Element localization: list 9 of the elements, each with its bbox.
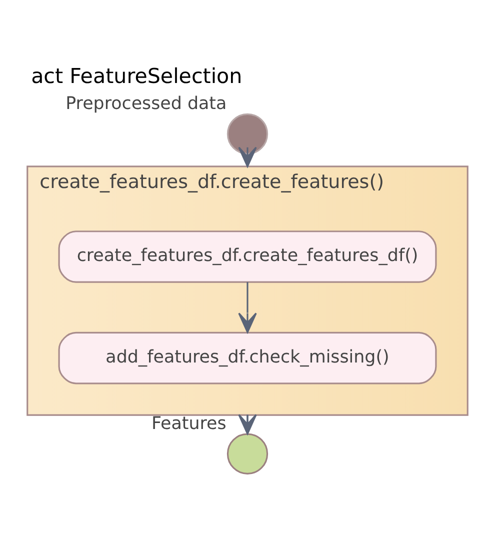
arrow: [238, 413, 257, 434]
diagram-title: act FeatureSelection: [31, 64, 242, 88]
arrow: [238, 282, 257, 333]
node-label: Features: [151, 414, 226, 434]
node-label: Preprocessed data: [66, 94, 227, 114]
node-circle: [226, 432, 268, 474]
node-box: create_features_df.create_features_df(): [58, 230, 437, 282]
arrow: [238, 146, 257, 167]
node-box: add_features_df.check_missing(): [58, 331, 437, 384]
